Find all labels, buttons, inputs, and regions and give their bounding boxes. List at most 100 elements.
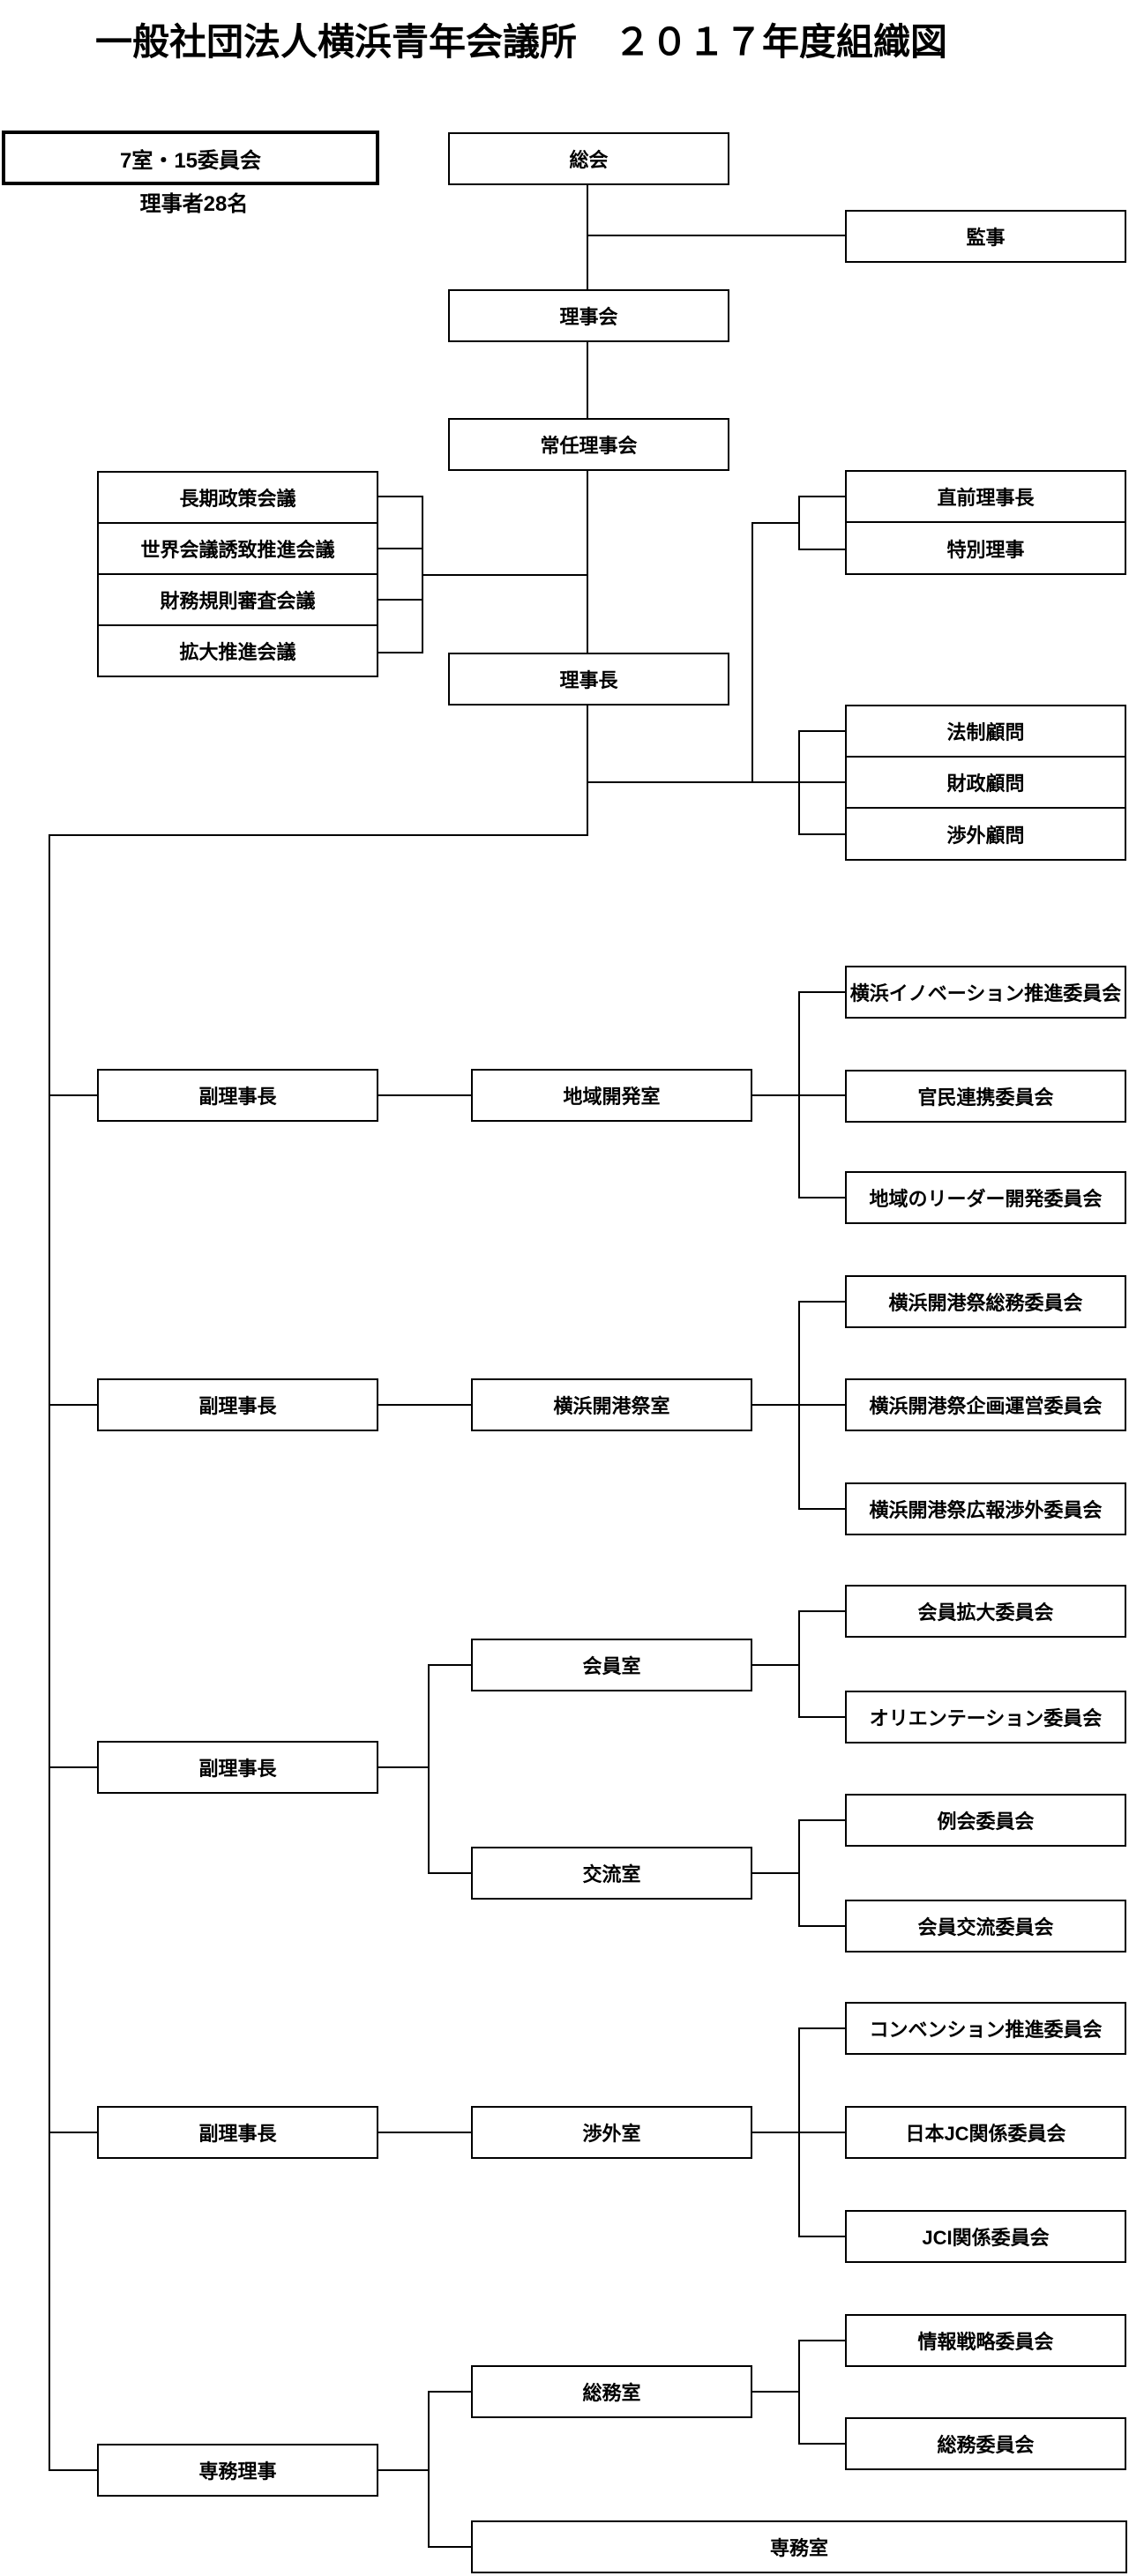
- connector-line: [752, 522, 799, 524]
- connector-line: [798, 1301, 800, 1510]
- connector-line: [799, 2443, 845, 2445]
- node-room-kaiin: 会員室: [471, 1639, 752, 1691]
- connector-line: [798, 1819, 800, 1927]
- connector-line: [49, 1404, 97, 1406]
- node-room-chiiki-kaihatsu: 地域開発室: [471, 1069, 752, 1122]
- node-immediate-past-president: 直前理事長: [845, 470, 1126, 523]
- connector-line: [799, 1925, 845, 1927]
- connector-line: [378, 1766, 430, 1768]
- connector-line: [423, 574, 587, 576]
- node-committee-reikai: 例会委員会: [845, 1794, 1126, 1847]
- legend-box: 7室・15委員会: [2, 131, 379, 185]
- connector-line: [799, 2236, 845, 2237]
- node-vice-president-1: 副理事長: [97, 1069, 378, 1122]
- connector-line: [799, 549, 845, 550]
- node-committee-kaikosai-somu: 横浜開港祭総務委員会: [845, 1275, 1126, 1328]
- node-committee-kaikosai-koho: 横浜開港祭広報渉外委員会: [845, 1482, 1126, 1535]
- connector-line: [429, 1872, 471, 1874]
- node-vice-president-2: 副理事長: [97, 1378, 378, 1431]
- connector-line: [798, 2027, 800, 2237]
- connector-line: [798, 496, 800, 550]
- connector-line: [798, 2340, 800, 2445]
- node-committee-somu: 総務委員会: [845, 2417, 1126, 2470]
- connector-line: [799, 1301, 845, 1303]
- connector-line: [428, 2391, 430, 2548]
- node-council-choki: 長期政策会議: [97, 471, 378, 524]
- connector-line: [799, 1197, 845, 1198]
- connector-line: [49, 2132, 97, 2133]
- connector-line: [798, 991, 800, 1198]
- node-council-sekai: 世界会議誘致推進会議: [97, 522, 378, 575]
- connector-line: [799, 1610, 845, 1612]
- node-room-shogai: 渉外室: [471, 2106, 752, 2159]
- connector-line: [49, 1094, 97, 1096]
- node-committee-nihon-jc: 日本JC関係委員会: [845, 2106, 1126, 2159]
- node-committee-jci: JCI関係委員会: [845, 2210, 1126, 2263]
- node-general-assembly: 総会: [448, 132, 729, 185]
- node-committee-kanmin: 官民連携委員会: [845, 1070, 1126, 1123]
- connector-line: [429, 2546, 471, 2548]
- connector-line: [429, 1664, 471, 1666]
- node-committee-innovation: 横浜イノベーション推進委員会: [845, 966, 1126, 1019]
- connector-line: [378, 2132, 471, 2133]
- node-vice-president-3: 副理事長: [97, 1741, 378, 1794]
- node-standing-board: 常任理事会: [448, 418, 729, 471]
- connector-line: [378, 2469, 430, 2471]
- connector-line: [49, 1766, 97, 1768]
- node-president: 理事長: [448, 653, 729, 706]
- node-committee-kaiin-koryu: 会員交流委員会: [845, 1900, 1126, 1953]
- node-board: 理事会: [448, 289, 729, 342]
- connector-line: [752, 1872, 799, 1874]
- connector-line: [799, 2027, 845, 2029]
- connector-line: [422, 496, 423, 653]
- node-committee-joho-senryaku: 情報戦略委員会: [845, 2314, 1126, 2367]
- connector-line: [587, 340, 588, 420]
- node-council-zaimu: 財務規則審査会議: [97, 573, 378, 626]
- connector-line: [798, 1610, 800, 1718]
- node-auditor: 監事: [845, 210, 1126, 263]
- legend-note: 理事者28名: [139, 192, 249, 216]
- connector-line: [587, 183, 588, 291]
- connector-line: [798, 730, 800, 835]
- connector-line: [799, 730, 845, 732]
- connector-line: [378, 548, 423, 549]
- node-room-senmu: 専務室: [471, 2520, 1127, 2573]
- connector-line: [49, 2469, 97, 2471]
- connector-line: [799, 991, 845, 993]
- connector-line: [752, 2391, 799, 2393]
- connector-line: [799, 833, 845, 835]
- connector-line: [49, 834, 588, 836]
- node-room-koryu: 交流室: [471, 1847, 752, 1900]
- connector-line: [587, 469, 588, 654]
- node-committee-kaikosai-kikaku: 横浜開港祭企画運営委員会: [845, 1378, 1126, 1431]
- node-council-kakudai: 拡大推進会議: [97, 624, 378, 677]
- node-special-director: 特別理事: [845, 521, 1126, 575]
- connector-line: [799, 1508, 845, 1510]
- connector-line: [428, 1664, 430, 1874]
- connector-line: [752, 1664, 799, 1666]
- connector-line: [799, 496, 845, 497]
- connector-line: [587, 704, 588, 836]
- node-advisor-external: 渉外顧問: [845, 807, 1126, 861]
- connector-line: [799, 2340, 845, 2341]
- node-committee-kaiin-kakudai: 会員拡大委員会: [845, 1585, 1126, 1638]
- node-committee-convention: コンベンション推進委員会: [845, 2002, 1126, 2055]
- node-advisor-legal: 法制顧問: [845, 705, 1126, 758]
- connector-line: [378, 652, 423, 653]
- node-advisor-finance: 財政顧問: [845, 756, 1126, 809]
- connector-line: [378, 599, 423, 601]
- connector-line: [378, 1094, 471, 1096]
- connector-line: [378, 496, 423, 497]
- connector-line: [799, 1716, 845, 1718]
- connector-line: [751, 522, 753, 783]
- connector-line: [587, 781, 845, 783]
- node-committee-chiiki-leader: 地域のリーダー開発委員会: [845, 1171, 1126, 1224]
- connector-line: [49, 834, 50, 2471]
- page-title: 一般社団法人横浜青年会議所 ２０１７年度組織図: [95, 21, 948, 63]
- connector-line: [378, 1404, 471, 1406]
- node-executive-director: 専務理事: [97, 2444, 378, 2497]
- node-committee-orientation: オリエンテーション委員会: [845, 1691, 1126, 1743]
- connector-line: [429, 2391, 471, 2393]
- connector-line: [799, 1819, 845, 1821]
